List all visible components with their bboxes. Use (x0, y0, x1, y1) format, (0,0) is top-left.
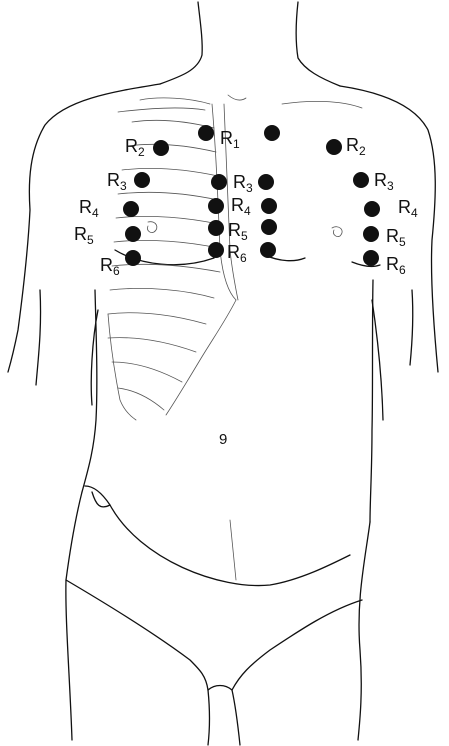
left-thigh-line (208, 690, 210, 745)
crotch-line (208, 686, 232, 691)
right-hip-line (358, 522, 370, 740)
right-thigh-line (232, 690, 240, 745)
brief-top-left-line (85, 486, 110, 505)
label-r4-right: R4 (398, 197, 418, 220)
electrode-r6-mid-left (208, 242, 224, 258)
electrode-r3-mid-left (211, 174, 227, 190)
electrode-r3-mid-right (258, 174, 274, 190)
brief-waist-line (92, 492, 350, 586)
electrode-r2-left (153, 140, 169, 156)
left-clavicle-line (118, 108, 205, 112)
right-clavicle-line (282, 101, 362, 108)
left-arm-outer-line (36, 290, 41, 385)
electrode-r4-left (123, 201, 139, 217)
electrode-r6-mid-right (260, 242, 276, 258)
neck-right-line (296, 2, 340, 86)
label-r3-left: R3 (107, 170, 127, 193)
electrode-r4-mid-right (261, 198, 277, 214)
label-r2-right: R2 (346, 135, 366, 158)
label-r6-right: R6 (386, 254, 406, 277)
label-r5-left: R5 (74, 224, 94, 247)
brief-left-leg-line (66, 580, 208, 690)
electrode-r1-right (264, 125, 280, 141)
label-r3-right: R3 (374, 170, 394, 193)
electrode-r3-right (353, 172, 369, 188)
electrode-r5-mid-right (261, 219, 277, 235)
left-nipple-mark (147, 222, 156, 233)
left-hip-line (66, 492, 82, 740)
electrode-dots (123, 125, 380, 266)
neck-left-line (160, 2, 202, 84)
label-r5-right: R5 (386, 226, 406, 249)
brief-right-leg-line (232, 600, 362, 690)
right-nipple-mark (332, 227, 342, 237)
electrode-r4-right (364, 201, 380, 217)
left-torso-side-line (82, 290, 97, 492)
abdomen-line (230, 520, 236, 580)
electrode-r6-left (125, 250, 141, 266)
label-r4-mid: R4 (231, 195, 251, 218)
electrode-r3-left (134, 172, 150, 188)
electrode-r4-mid-left (208, 198, 224, 214)
electrode-r5-right (363, 226, 379, 242)
electrode-r2-right (326, 139, 342, 155)
electrode-r6-right (363, 250, 379, 266)
body-outline (8, 2, 438, 745)
right-arm-outer-line (410, 290, 413, 365)
electrode-r1-left (198, 125, 214, 141)
right-arm-inner-line (372, 300, 383, 420)
label-r2-left: R2 (125, 136, 145, 159)
right-torso-side-line (370, 280, 373, 522)
label-r4-left: R4 (79, 197, 99, 220)
label-r6-mid: R6 (227, 242, 247, 265)
label-r5-mid: R5 (228, 220, 248, 243)
sternal-notch-line (228, 95, 246, 100)
label-r6-left: R6 (100, 255, 120, 278)
electrode-r5-left (125, 226, 141, 242)
navel-mark: 9 (219, 431, 227, 448)
label-r1: R1 (220, 128, 240, 151)
label-r3-mid: R3 (233, 172, 253, 195)
electrode-r5-mid-left (208, 220, 224, 236)
